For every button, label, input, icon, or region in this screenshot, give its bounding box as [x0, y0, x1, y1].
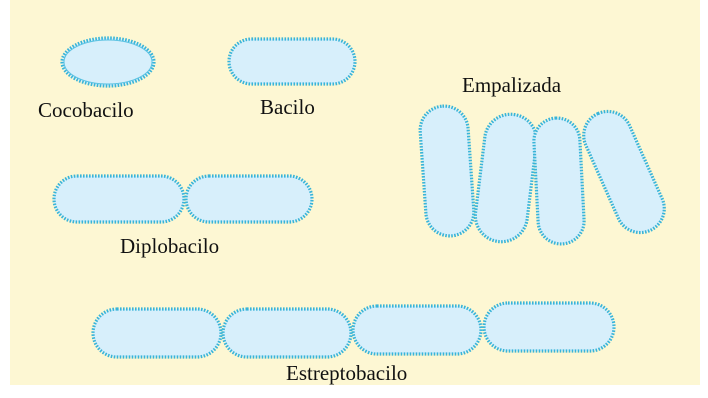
empalizada-group	[419, 104, 672, 245]
estreptobacilo-cell-3	[353, 306, 481, 354]
empalizada-cell-1	[419, 104, 476, 237]
estreptobacilo-label: Estreptobacilo	[286, 363, 407, 384]
diplobacilo-label: Diplobacilo	[120, 236, 219, 257]
estreptobacilo-group	[93, 303, 614, 357]
cocobacilo-label: Cocobacilo	[38, 100, 134, 121]
bacilo-label: Bacilo	[260, 97, 315, 118]
diplobacilo-cell-2	[186, 176, 312, 222]
cocobacilo-group	[62, 38, 154, 86]
estreptobacilo-cell-4	[484, 303, 614, 351]
estreptobacilo-cell-2	[223, 309, 351, 357]
diplobacilo-cell-1	[54, 176, 184, 222]
cocobacilo-cell	[62, 38, 154, 86]
bacilo-group	[229, 39, 355, 84]
empalizada-label: Empalizada	[462, 75, 561, 96]
estreptobacilo-cell-1	[93, 309, 221, 357]
diplobacilo-group	[54, 176, 312, 222]
empalizada-cell-2	[472, 111, 539, 244]
empalizada-cell-4	[576, 104, 672, 240]
empalizada-cell-3	[533, 117, 586, 245]
bacilo-cell	[229, 39, 355, 84]
